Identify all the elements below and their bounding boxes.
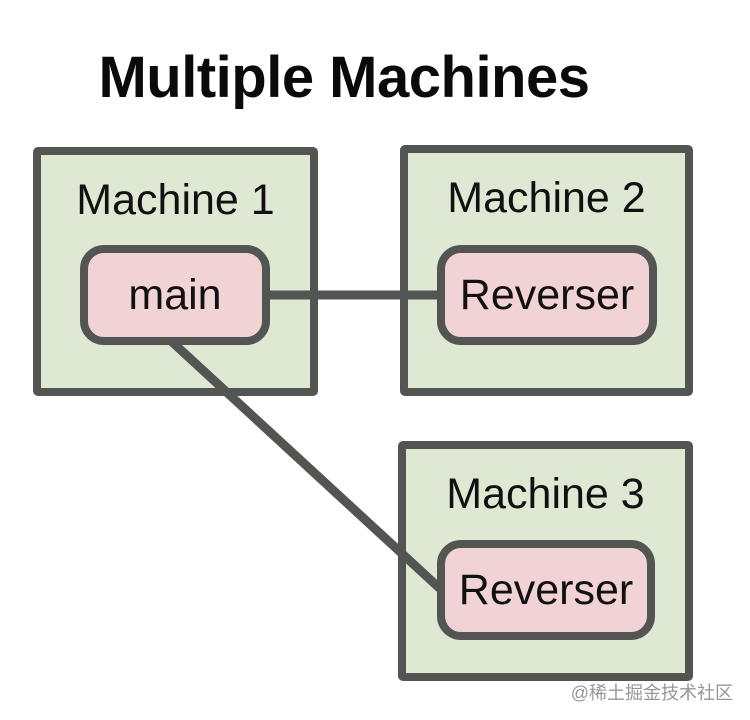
- watermark-text: @稀土掘金技术社区: [570, 683, 733, 703]
- node-reverser-machine-2: Reverser: [437, 245, 657, 345]
- diagram-title: Multiple Machines: [98, 45, 590, 110]
- machine-3-label: Machine 3: [446, 470, 645, 518]
- node-reverser-machine-3: Reverser: [437, 540, 655, 640]
- machine-1-label: Machine 1: [76, 176, 275, 224]
- node-main: main: [80, 245, 270, 345]
- machine-2-label: Machine 2: [447, 174, 646, 222]
